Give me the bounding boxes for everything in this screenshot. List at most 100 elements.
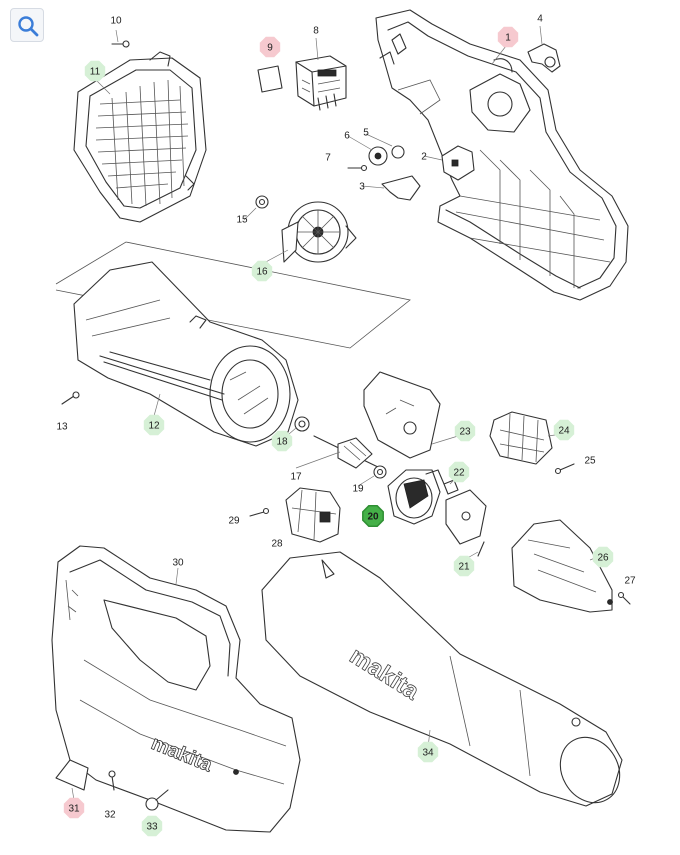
callout-18[interactable]: 18	[271, 430, 293, 452]
part-7-screw	[347, 164, 368, 172]
part-19-bearing	[373, 465, 387, 479]
part-13-screw	[61, 391, 80, 405]
callout-28: 28	[271, 539, 283, 550]
callout-number-18: 18	[276, 437, 288, 448]
callout-12[interactable]: 12	[143, 414, 165, 436]
callout-34[interactable]: 34	[417, 741, 439, 763]
part-15-nut	[255, 195, 269, 209]
part-20-stator	[387, 469, 445, 525]
callout-5: 5	[363, 128, 369, 139]
part-1-housing	[375, 9, 629, 301]
callout-badge-21	[453, 555, 475, 577]
part-2-switch-block	[441, 145, 475, 181]
callout-7: 7	[325, 153, 331, 164]
callout-number-5: 5	[363, 128, 369, 139]
callout-19: 19	[352, 484, 364, 495]
callout-number-7: 7	[325, 153, 331, 164]
callout-number-31: 31	[68, 804, 80, 815]
callout-21[interactable]: 21	[453, 555, 475, 577]
callout-badge-18	[271, 430, 293, 452]
assembly-outline	[55, 241, 411, 349]
callout-number-26: 26	[597, 553, 609, 564]
callout-32: 32	[104, 810, 116, 821]
part-23-insulator-sheet	[363, 371, 441, 459]
callout-number-25: 25	[584, 456, 596, 467]
part-11-fan-cover	[73, 51, 207, 223]
part-22-terminal	[443, 479, 459, 495]
callout-22[interactable]: 22	[448, 461, 470, 483]
callout-number-1: 1	[505, 33, 511, 44]
callout-26[interactable]: 26	[592, 546, 614, 568]
part-18-bearing	[294, 416, 310, 432]
callout-number-11: 11	[90, 67, 101, 78]
callout-number-28: 28	[271, 539, 283, 550]
callout-badge-11	[84, 60, 106, 82]
callout-badge-34	[417, 741, 439, 763]
callout-number-23: 23	[459, 427, 471, 438]
callout-badge-9	[259, 36, 281, 58]
part-24-brush-holder	[489, 411, 553, 465]
part-33-thumb-screw	[145, 789, 169, 811]
callout-number-19: 19	[352, 484, 364, 495]
part-21-bracket	[445, 489, 487, 557]
callout-number-15: 15	[236, 215, 248, 226]
callout-badge-16	[251, 260, 273, 282]
callout-33[interactable]: 33	[141, 815, 163, 837]
callout-badge-31	[63, 797, 85, 819]
part-31-label	[55, 759, 89, 791]
callout-number-27: 27	[624, 576, 636, 587]
callout-13: 13	[56, 422, 68, 433]
zoom-button[interactable]	[10, 8, 44, 42]
part-12-tube-housing	[73, 261, 299, 447]
callout-badge-1	[497, 26, 519, 48]
callout-23[interactable]: 23	[454, 420, 476, 442]
part-5-o-ring	[391, 145, 405, 159]
callout-number-16: 16	[256, 267, 268, 278]
callout-25: 25	[584, 456, 596, 467]
callout-30: 30	[172, 558, 184, 569]
callout-badge-20	[362, 505, 384, 527]
part-27-screw	[617, 591, 631, 605]
callout-number-13: 13	[56, 422, 68, 433]
callout-2: 2	[421, 152, 427, 163]
callout-number-8: 8	[313, 26, 319, 37]
callout-badge-26	[592, 546, 614, 568]
callout-29: 29	[228, 516, 240, 527]
part-3-bracket	[381, 175, 421, 201]
part-16-fan	[281, 201, 357, 263]
callout-number-24: 24	[558, 426, 570, 437]
callout-27: 27	[624, 576, 636, 587]
callout-10: 10	[110, 16, 122, 27]
callout-11[interactable]: 11	[84, 60, 106, 82]
callout-3: 3	[359, 182, 365, 193]
callout-number-32: 32	[104, 810, 116, 821]
callout-number-22: 22	[453, 468, 465, 479]
callout-number-29: 29	[228, 516, 240, 527]
part-29-screw	[249, 507, 270, 517]
callout-badge-22	[448, 461, 470, 483]
callout-number-20: 20	[367, 512, 379, 523]
part-32-screw	[108, 770, 116, 791]
part-8-switch	[295, 55, 347, 111]
callout-1[interactable]: 1	[497, 26, 519, 48]
part-26-rear-cover	[511, 519, 613, 613]
callout-number-21: 21	[458, 562, 470, 573]
part-9-pad	[257, 65, 283, 93]
callout-17: 17	[290, 472, 302, 483]
callout-9[interactable]: 9	[259, 36, 281, 58]
leader-lines	[71, 25, 601, 801]
callout-24[interactable]: 24	[553, 419, 575, 441]
callout-badge-23	[454, 420, 476, 442]
callout-number-17: 17	[290, 472, 302, 483]
callout-8: 8	[313, 26, 319, 37]
part-10-screw	[111, 40, 130, 48]
callout-31[interactable]: 31	[63, 797, 85, 819]
callout-number-33: 33	[146, 822, 158, 833]
callout-badge-33	[141, 815, 163, 837]
callout-number-30: 30	[172, 558, 184, 569]
callout-6: 6	[344, 131, 350, 142]
part-6-trigger-wheel	[368, 146, 388, 166]
callout-16[interactable]: 16	[251, 260, 273, 282]
callout-20[interactable]: 20	[362, 505, 384, 527]
